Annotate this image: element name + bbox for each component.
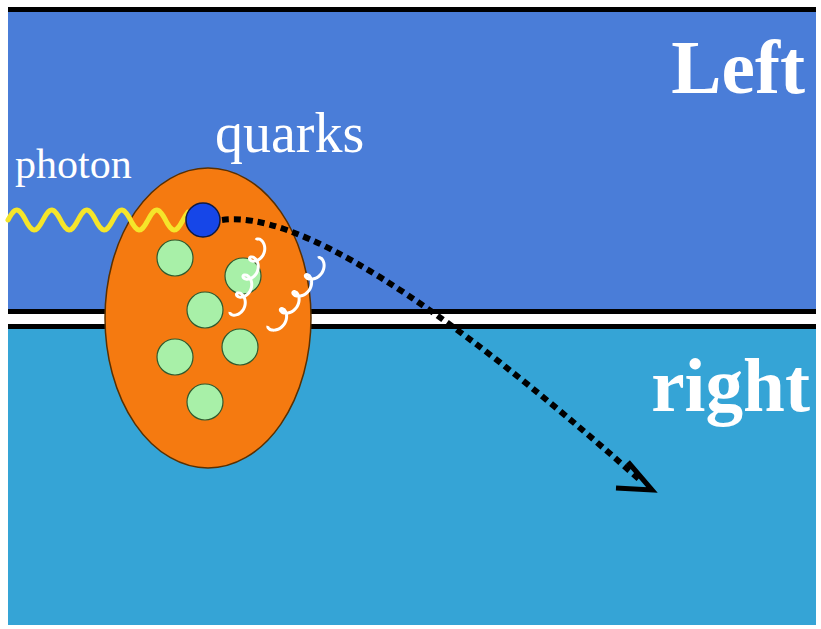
scattered-quark-path [222, 219, 640, 480]
band-title: right [8, 348, 810, 423]
particle-label: photon [15, 143, 132, 185]
label-holder: quarks [215, 105, 364, 161]
gluon-line [268, 258, 324, 331]
struck-quark [186, 203, 220, 237]
top-border [8, 7, 816, 12]
photon-wave [8, 210, 188, 230]
particle-label: quarks [215, 105, 364, 161]
band-title: Left [8, 30, 805, 105]
lower-band-region: right [8, 329, 816, 625]
quark-circles [157, 240, 261, 420]
gluon-line [230, 239, 265, 315]
arrow-head [616, 462, 652, 490]
hadron-ellipse [105, 168, 311, 468]
gluon-lines [230, 239, 324, 330]
label-holder: photon [15, 143, 132, 185]
